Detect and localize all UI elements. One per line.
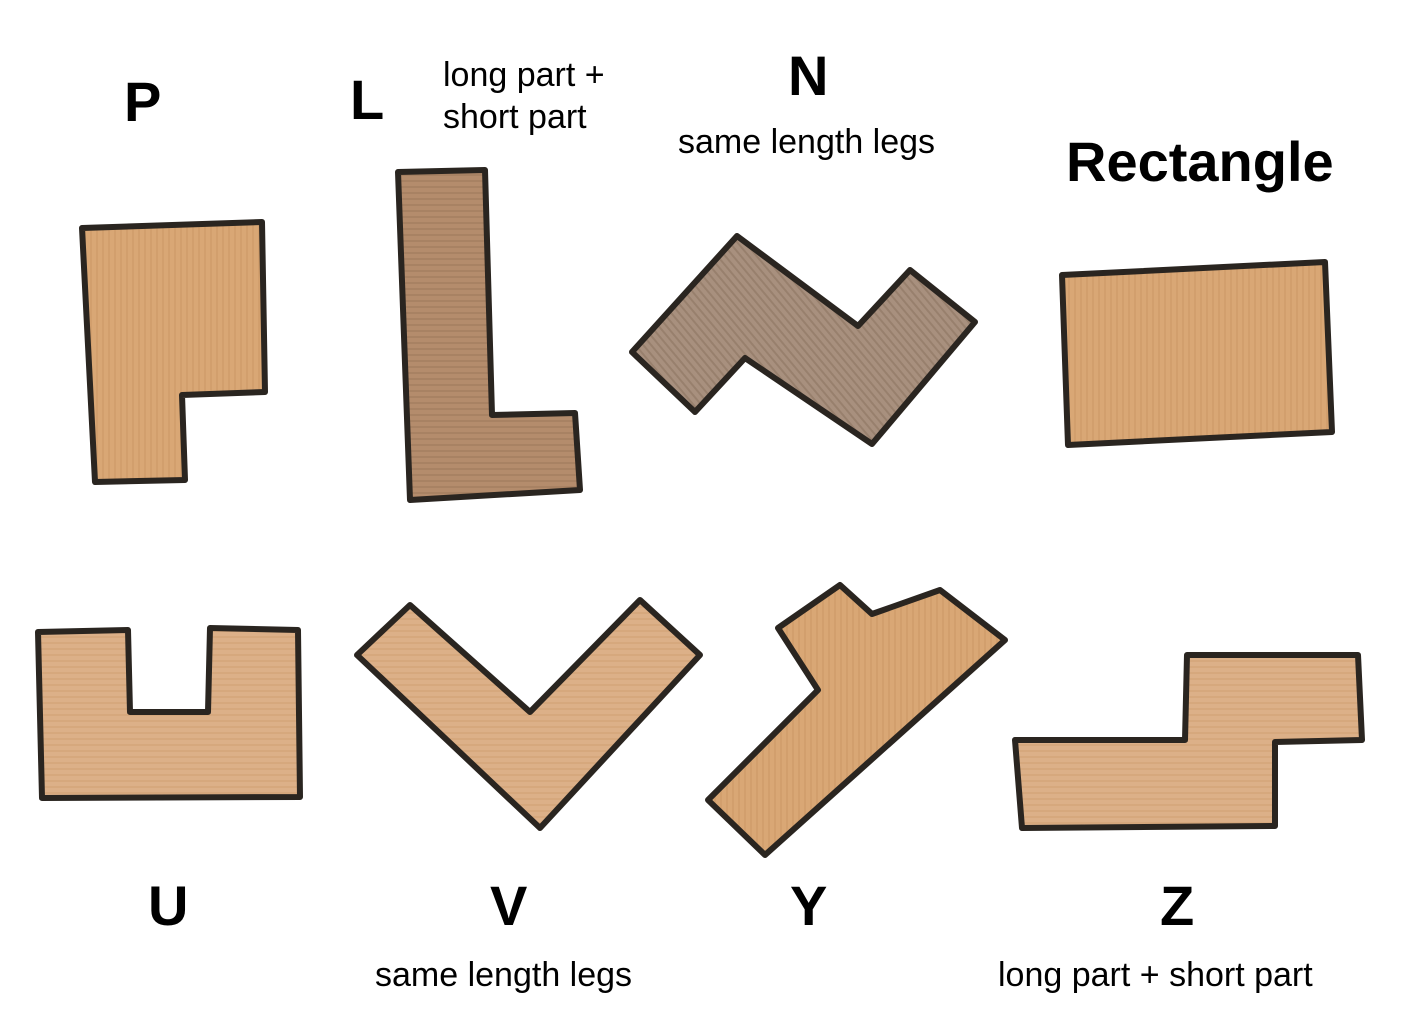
piece-p [79,219,268,485]
piece-z [1012,652,1365,831]
note-l-line1: long part + [443,56,605,94]
label-y: Y [790,874,828,937]
label-n: N [788,44,829,107]
label-l: L [350,68,385,131]
label-v: V [490,874,528,937]
piece-rectangle [1059,259,1335,448]
piece-u [35,625,303,801]
note-l-line2: short part [443,98,587,136]
piece-y [705,582,1008,858]
label-p: P [124,70,162,133]
label-rectangle: Rectangle [1066,130,1334,193]
label-z: Z [1160,874,1195,937]
note-v: same length legs [375,956,633,994]
note-z: long part + short part [998,956,1313,994]
piece-n [629,233,978,447]
label-u: U [148,874,189,937]
piece-v [354,597,703,831]
note-n: same length legs [678,123,936,161]
piece-l [395,167,583,503]
